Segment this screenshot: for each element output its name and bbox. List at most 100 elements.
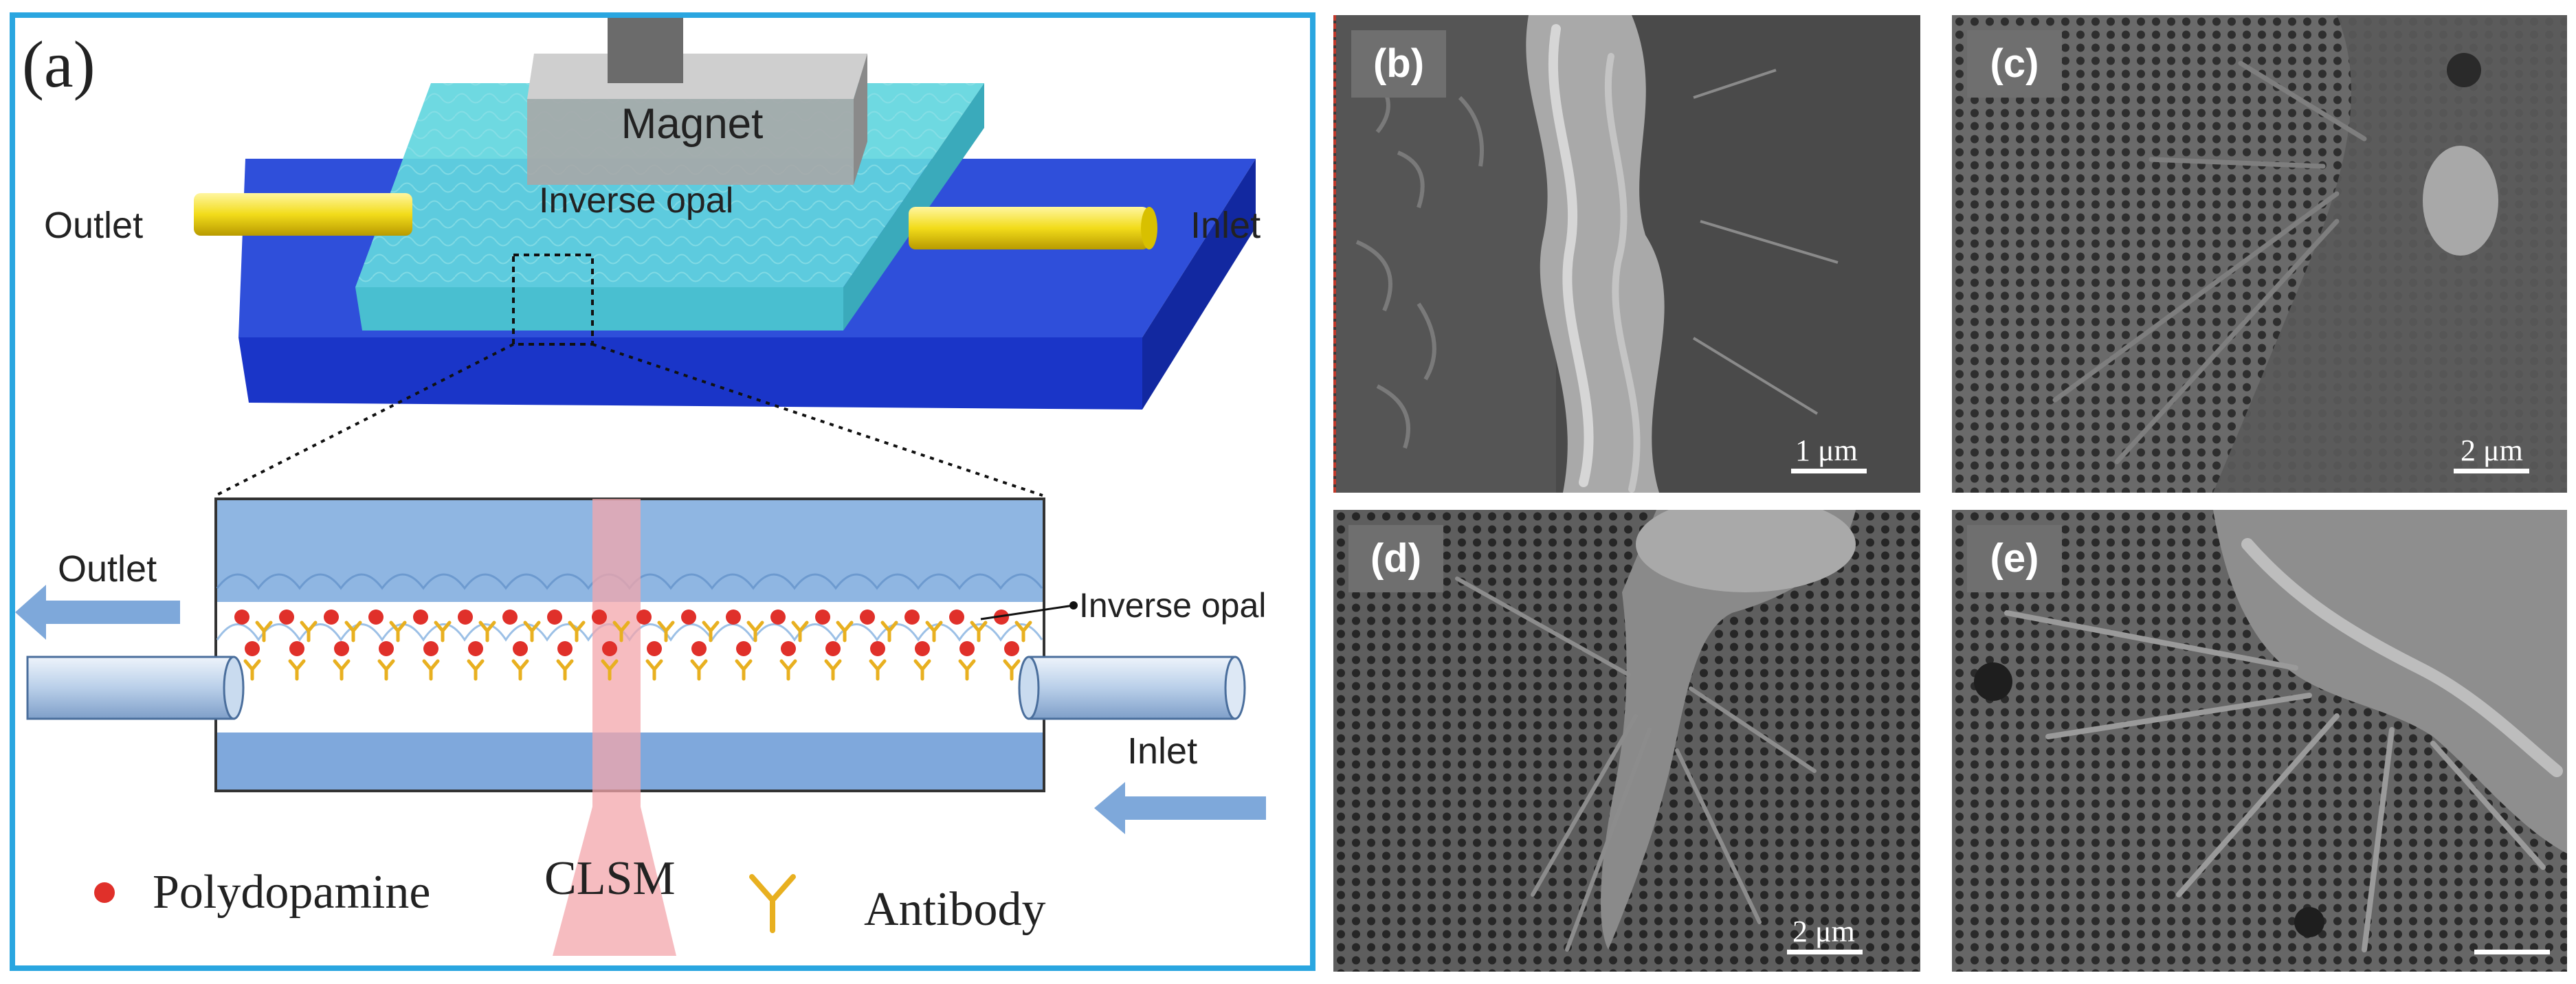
- clsm-beam: [553, 499, 676, 956]
- polydopamine-dot: [904, 610, 920, 625]
- inlet-tube-bottom-end: [1018, 656, 1040, 720]
- polydopamine-dot: [334, 641, 349, 656]
- antibody-marker: [702, 620, 720, 642]
- antibody-legend-icon: [749, 874, 796, 933]
- polydopamine-dot: [513, 641, 528, 656]
- sem-panel-e: (e): [1952, 510, 2567, 972]
- polydopamine-dot: [279, 610, 294, 625]
- antibody-marker: [836, 620, 854, 642]
- antibody-marker: [300, 620, 318, 642]
- polydopamine-dot: [860, 610, 875, 625]
- antibody-marker: [735, 659, 753, 681]
- zoom-box: [512, 254, 594, 346]
- polydopamine-legend-dot: [94, 882, 115, 903]
- polydopamine-dot: [959, 641, 975, 656]
- magnet-side: [854, 54, 867, 185]
- polydopamine-dot: [468, 641, 483, 656]
- legend-antibody: Antibody: [864, 883, 1045, 936]
- inlet-flow-arrow: [1094, 782, 1266, 834]
- antibody-marker: [601, 659, 619, 681]
- chip-base-side: [1142, 159, 1256, 410]
- antibody-marker: [333, 659, 351, 681]
- chip-base-front: [238, 337, 1142, 410]
- antibody-marker: [880, 620, 898, 642]
- sem-texture-e: [1952, 510, 2567, 972]
- polydopamine-antibody-rows: [234, 610, 1032, 681]
- antibody-marker: [970, 620, 988, 642]
- antibody-marker: [478, 620, 496, 642]
- antibody-marker: [511, 659, 529, 681]
- antibody-marker: [913, 659, 931, 681]
- panel-label-e: (e): [1967, 525, 2062, 592]
- polydopamine-dot: [681, 610, 696, 625]
- scale-text-c: 2 μm: [2461, 434, 2523, 467]
- scale-bar-e: [2474, 950, 2550, 954]
- antibody-marker: [1014, 620, 1032, 642]
- magnet-top: [527, 54, 867, 99]
- inverse-opal-layer-side: [843, 83, 984, 331]
- antibody-marker: [434, 620, 452, 642]
- polydopamine-dot: [691, 641, 707, 656]
- antibody-marker: [422, 659, 440, 681]
- polydopamine-dot: [379, 641, 394, 656]
- polydopamine-dot: [289, 641, 304, 656]
- polydopamine-dot: [368, 610, 384, 625]
- sem-panel-b: (b) 1 μm: [1333, 15, 1920, 493]
- polydopamine-dot: [815, 610, 830, 625]
- inlet-tube-bottom: [1028, 656, 1236, 720]
- antibody-marker: [657, 620, 675, 642]
- scale-bar-c: [2454, 469, 2529, 473]
- scale-bar-d: [1787, 950, 1863, 954]
- outlet-tube-bottom: [26, 656, 235, 720]
- inlet-tube-top-end: [1141, 207, 1157, 249]
- antibody-marker: [869, 659, 887, 681]
- polydopamine-dot: [234, 610, 249, 625]
- polydopamine-dot: [636, 610, 652, 625]
- polydopamine-dot: [602, 641, 617, 656]
- polydopamine-dot: [1004, 641, 1019, 656]
- sem-panel-d: (d) 2 μm: [1333, 510, 1920, 972]
- antibody-marker: [746, 620, 764, 642]
- sem-panel-c: (c) 2 μm: [1952, 15, 2567, 493]
- polydopamine-dot: [502, 610, 518, 625]
- inlet-label-bottom: Inlet: [1127, 730, 1197, 772]
- scale-bar-b: [1791, 469, 1867, 473]
- legend-clsm: CLSM: [544, 852, 676, 905]
- antibody-marker: [824, 659, 842, 681]
- antibody-marker: [523, 620, 541, 642]
- polydopamine-dot: [547, 610, 562, 625]
- antibody-marker: [377, 659, 395, 681]
- polydopamine-dot: [870, 641, 885, 656]
- antibody-marker: [779, 659, 797, 681]
- outlet-label-bottom: Outlet: [58, 548, 157, 590]
- antibody-marker: [690, 659, 708, 681]
- polydopamine-dot: [245, 641, 260, 656]
- antibody-marker: [389, 620, 407, 642]
- polydopamine-dot: [324, 610, 339, 625]
- polydopamine-dot: [423, 641, 438, 656]
- antibody-marker: [1003, 659, 1021, 681]
- polydopamine-dot: [949, 610, 964, 625]
- outlet-tube-top: [194, 193, 412, 236]
- scale-text-d: 2 μm: [1792, 915, 1855, 948]
- antibody-marker: [791, 620, 809, 642]
- magnet-front: [527, 99, 854, 185]
- antibody-marker: [612, 620, 630, 642]
- inlet-tube-top: [909, 207, 1149, 249]
- antibody-marker: [243, 659, 261, 681]
- outlet-flow-arrow: [15, 585, 180, 640]
- antibody-marker: [288, 659, 306, 681]
- inverse-opal-label-top: Inverse opal: [539, 181, 733, 221]
- polydopamine-dot: [647, 641, 662, 656]
- panel-label-a: (a): [22, 27, 96, 101]
- polydopamine-dot: [915, 641, 930, 656]
- inverse-opal-label-bottom: Inverse opal: [1079, 586, 1266, 625]
- polydopamine-dot: [413, 610, 428, 625]
- antibody-marker: [925, 620, 943, 642]
- polydopamine-dot: [770, 610, 786, 625]
- antibody-marker: [568, 620, 586, 642]
- polydopamine-dot: [726, 610, 741, 625]
- antibody-marker: [645, 659, 663, 681]
- antibody-marker: [344, 620, 362, 642]
- panel-label-d: (d): [1348, 525, 1443, 592]
